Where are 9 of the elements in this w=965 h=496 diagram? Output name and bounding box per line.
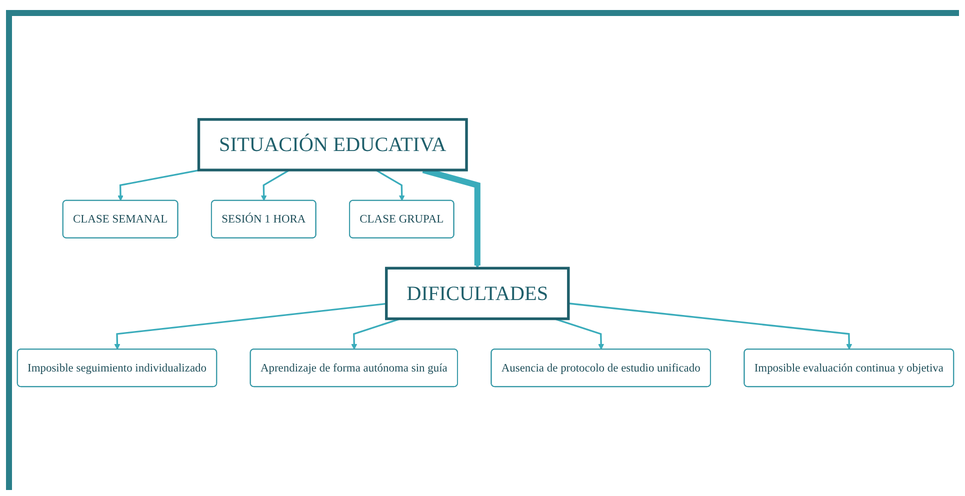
arrow [375, 169, 405, 201]
node-box: SITUACIÓN EDUCATIVA [197, 118, 468, 172]
arrow [118, 169, 200, 201]
arrow [554, 318, 604, 350]
arrow [260, 169, 290, 201]
node-box: DIFICULTADES [385, 266, 570, 320]
arrow [568, 302, 852, 350]
arrow [114, 302, 386, 350]
arrow [351, 318, 400, 350]
